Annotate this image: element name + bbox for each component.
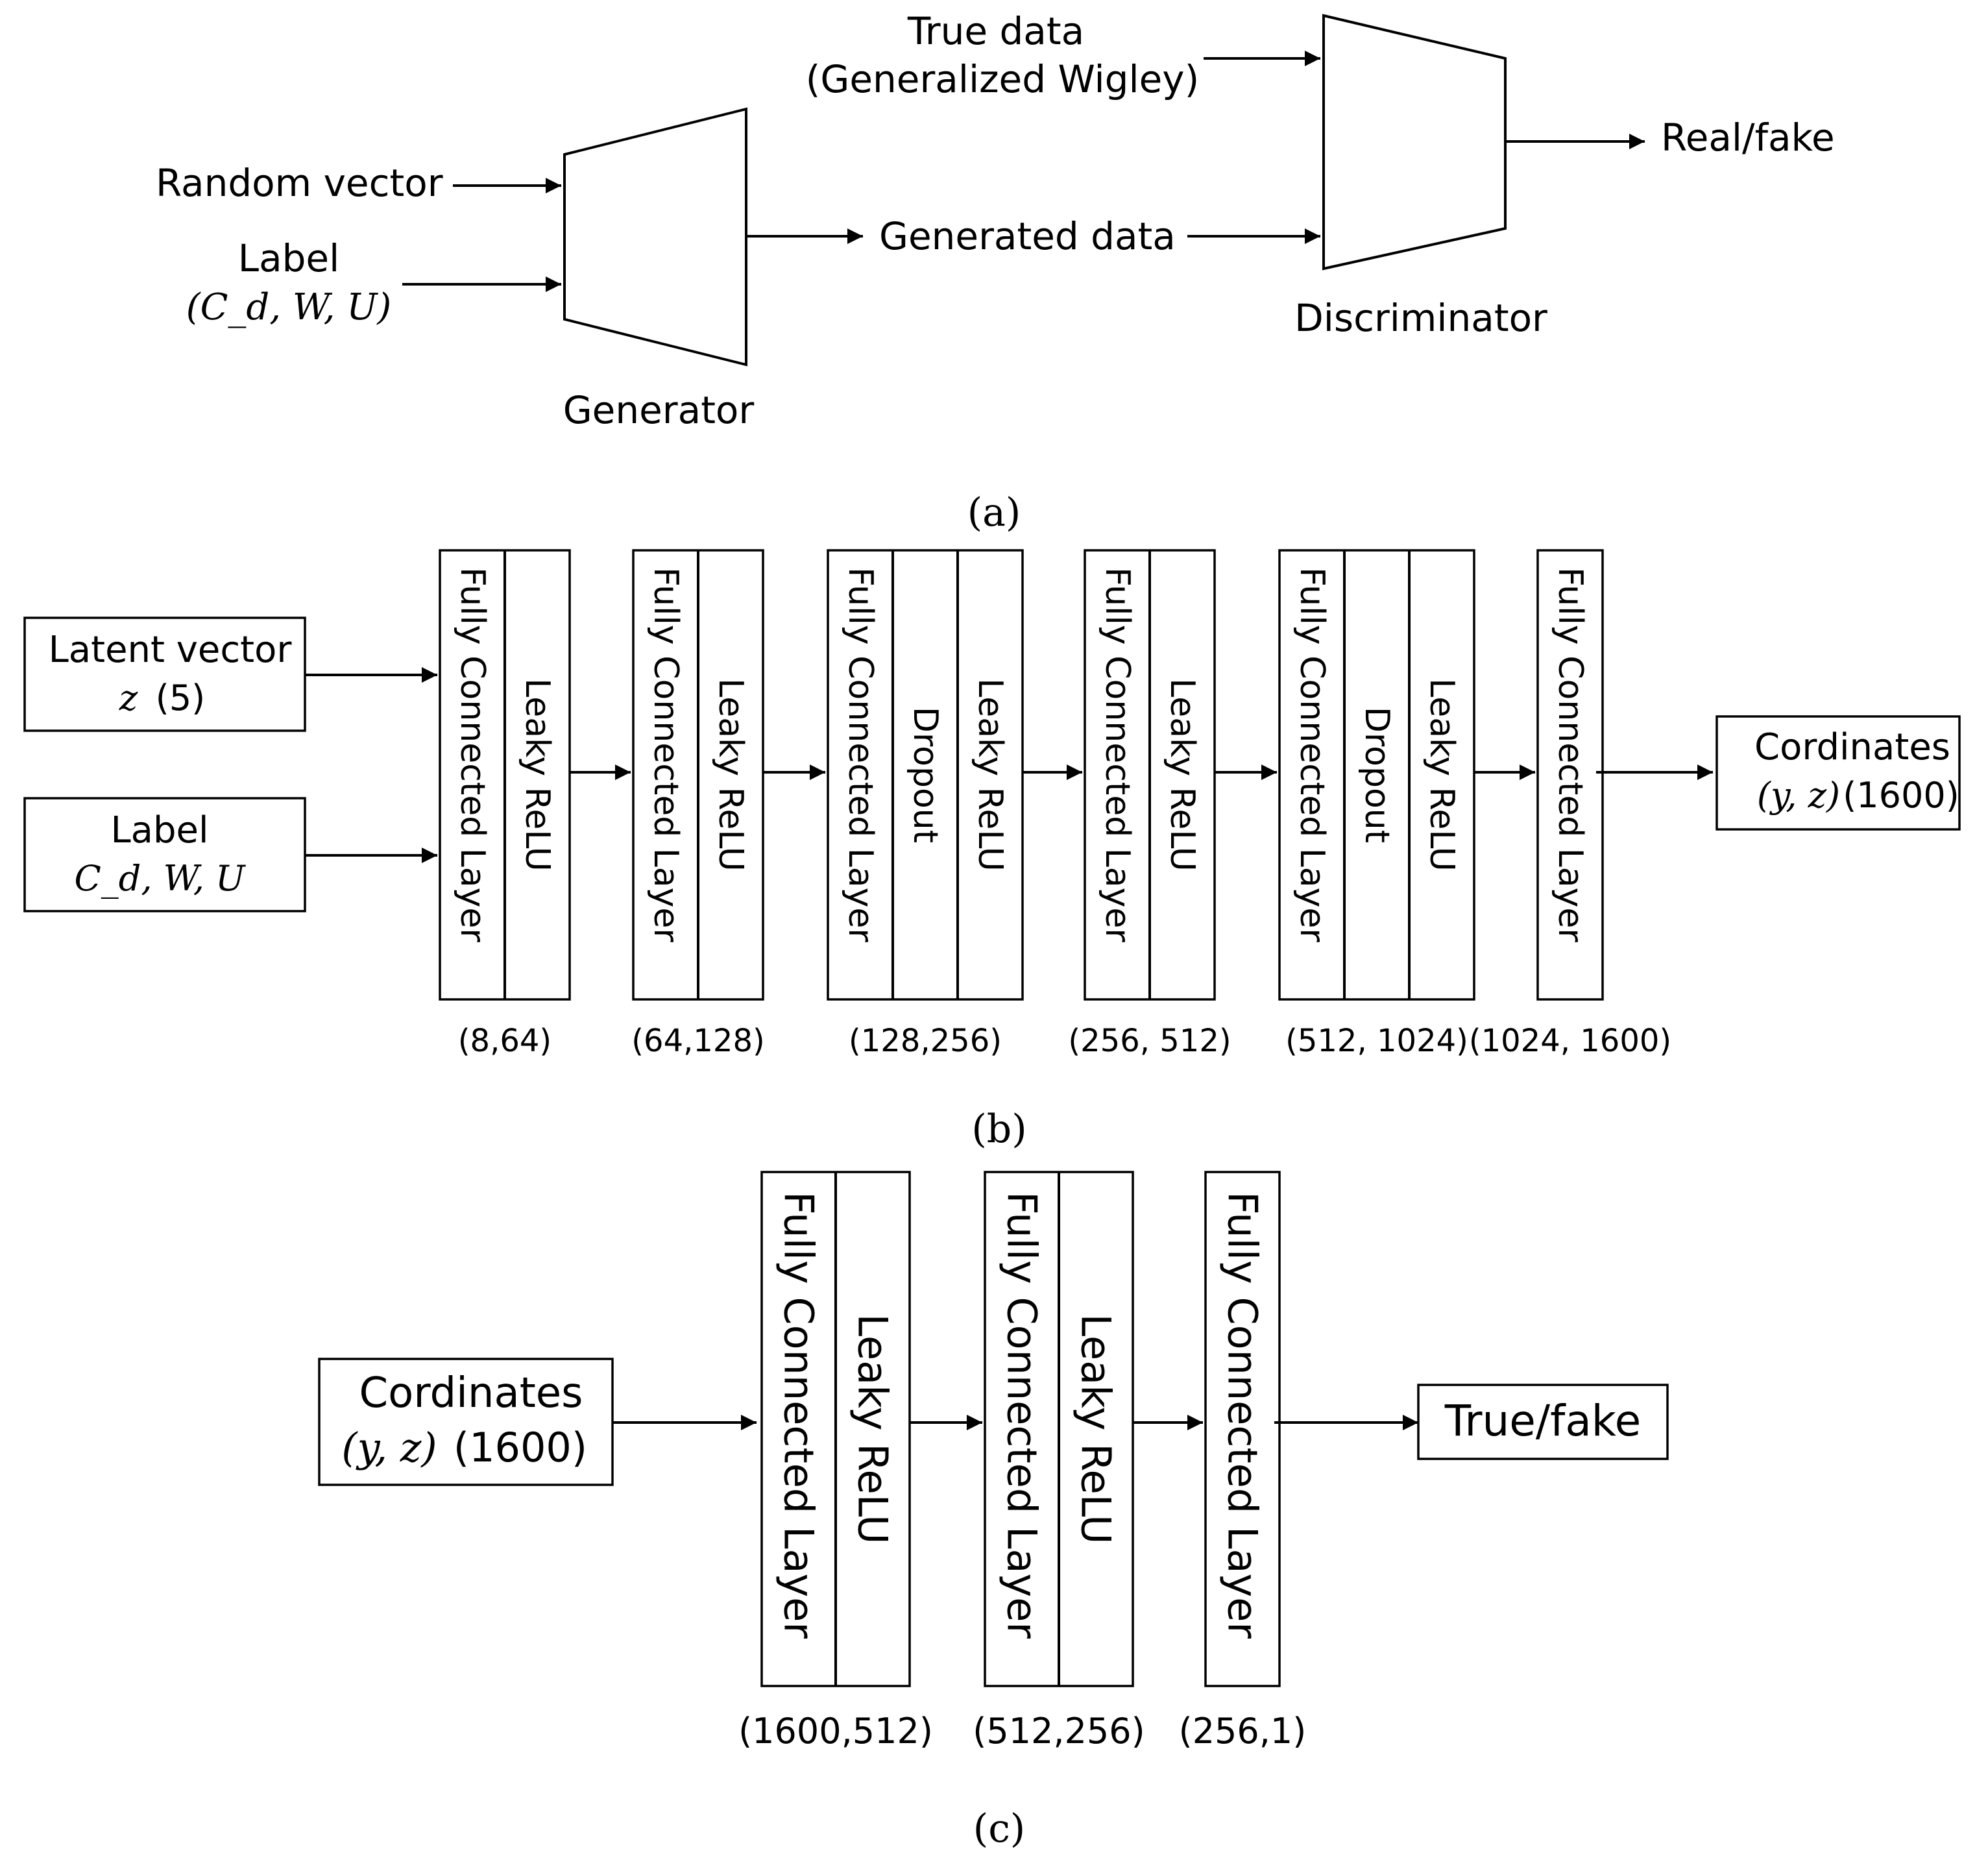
- caption-b: (b): [971, 1106, 1026, 1152]
- layer-block-6: Fully Connected Layer (1024, 1600): [1469, 549, 1671, 1059]
- panel-b: Latent vector z (5) Label C_d, W, U Full…: [23, 549, 1961, 1152]
- layer-5-fully-connected-layer-label: Fully Connected Layer: [1292, 567, 1331, 942]
- caption-c: (c): [973, 1806, 1025, 1851]
- layer-1-dims-label: (8,64): [458, 1023, 552, 1059]
- layer-block-3: Fully Connected Layer Dropout Leaky ReLU (1…: [827, 549, 1024, 1059]
- generated-data-label: Generated data: [879, 214, 1176, 258]
- layer-3-leaky-relu-label: Leaky ReLU: [971, 678, 1010, 872]
- layer-1-leaky-relu-label: Leaky ReLU: [849, 1314, 897, 1545]
- coordinates-output-vars: (y, z): [1757, 775, 1840, 816]
- latent-vector-var: z: [119, 678, 138, 718]
- true-data-label: True data: [907, 9, 1084, 53]
- layer-block-1: Fully Connected Layer Leaky ReLU (1600,512…: [738, 1171, 933, 1752]
- discriminator-label: Discriminator: [1294, 296, 1547, 340]
- layer-block-2: Fully Connected Layer Leaky ReLU (512,256): [973, 1171, 1145, 1752]
- real-fake-label: Real/fake: [1661, 116, 1835, 160]
- layer-1-fully-connected-layer-label: Fully Connected Layer: [453, 567, 492, 942]
- layer-1-leaky-relu-label: Leaky ReLU: [518, 678, 557, 872]
- layer-2-dims-label: (64,128): [631, 1023, 764, 1059]
- layer-4-fully-connected-layer-label: Fully Connected Layer: [1098, 567, 1137, 942]
- coordinates-input-box: [318, 1358, 614, 1486]
- label-box-title: Label: [110, 809, 208, 851]
- layer-3-dropout-label: Dropout: [906, 707, 945, 843]
- panel-a: Random vector Label (C_d, W, U) Generato…: [156, 9, 1835, 535]
- layer-6-dims-label: (1024, 1600): [1469, 1023, 1671, 1059]
- layer-3-fully-connected-layer-label: Fully Connected Layer: [1219, 1191, 1267, 1639]
- layer-4-leaky-relu-label: Leaky ReLU: [1163, 678, 1202, 872]
- coordinates-input-label: Cordinates: [359, 1369, 583, 1417]
- layer-2-fully-connected-layer-label: Fully Connected Layer: [646, 567, 685, 942]
- layer-3-dims-label: (128,256): [849, 1023, 1002, 1059]
- true-data-source-label: (Generalized Wigley): [806, 57, 1199, 101]
- coordinates-output-box: [1715, 715, 1961, 831]
- layer-2-dims-label: (512,256): [973, 1711, 1145, 1752]
- layer-2-leaky-relu-label: Leaky ReLU: [711, 678, 750, 872]
- layer-6-box: [1536, 549, 1604, 1001]
- layer-block-1: Fully Connected Layer Leaky ReLU (8,64): [439, 549, 571, 1059]
- layer-3-box: [1204, 1171, 1281, 1687]
- true-fake-box: [1417, 1384, 1669, 1460]
- label-box-params: C_d, W, U: [74, 858, 246, 899]
- layer-block-4: Fully Connected Layer Leaky ReLU (256, 512…: [1068, 549, 1231, 1059]
- layer-3-fully-connected-layer-label: Fully Connected Layer: [841, 567, 880, 942]
- layer-6-fully-connected-layer-label: Fully Connected Layer: [1551, 567, 1590, 942]
- latent-vector-label: Latent vector: [49, 629, 293, 671]
- panel-c: Cordinates (y, z) (1600) Fully Connected…: [318, 1171, 1669, 1851]
- latent-vector-box: [23, 617, 306, 732]
- caption-a: (a): [967, 490, 1021, 535]
- coordinates-output-label: Cordinates: [1754, 726, 1950, 768]
- layer-5-dropout-label: Dropout: [1357, 707, 1396, 843]
- layer-5-dims-label: (512, 1024): [1285, 1023, 1468, 1059]
- true-fake-label: True/fake: [1444, 1396, 1642, 1446]
- discriminator-block: [1322, 14, 1507, 271]
- layer-block-2: Fully Connected Layer Leaky ReLU (64,128): [631, 549, 765, 1059]
- layer-2-leaky-relu-label: Leaky ReLU: [1073, 1314, 1120, 1545]
- layer-1-dims-label: (1600,512): [738, 1711, 933, 1752]
- layer-2-fully-connected-layer-label: Fully Connected Layer: [999, 1191, 1046, 1639]
- layer-block-5: Fully Connected Layer Dropout Leaky ReLU (5…: [1278, 549, 1475, 1059]
- layer-5-leaky-relu-label: Leaky ReLU: [1422, 678, 1461, 872]
- layer-3-box: [827, 549, 1024, 1001]
- coordinates-input-vars: (y, z): [341, 1424, 437, 1471]
- generator-block: [563, 107, 747, 367]
- coordinates-output-dim: (1600): [1843, 775, 1959, 816]
- layer-3-dims-label: (256,1): [1179, 1711, 1307, 1752]
- layer-block-3: Fully Connected Layer (256,1): [1179, 1171, 1307, 1752]
- layer-5-box: [1278, 549, 1475, 1001]
- label-title: Label: [238, 236, 339, 280]
- layer-1-fully-connected-layer-label: Fully Connected Layer: [775, 1191, 823, 1639]
- generator-label: Generator: [563, 388, 755, 432]
- random-vector-label: Random vector: [156, 161, 443, 205]
- label-params: (C_d, W, U): [186, 286, 392, 328]
- layer-4-dims-label: (256, 512): [1068, 1023, 1231, 1059]
- coordinates-input-dim: (1600): [454, 1424, 587, 1471]
- discriminator-layer-stack: Fully Connected Layer Leaky ReLU (1600,512…: [738, 1171, 1307, 1752]
- latent-vector-dim: (5): [156, 678, 206, 718]
